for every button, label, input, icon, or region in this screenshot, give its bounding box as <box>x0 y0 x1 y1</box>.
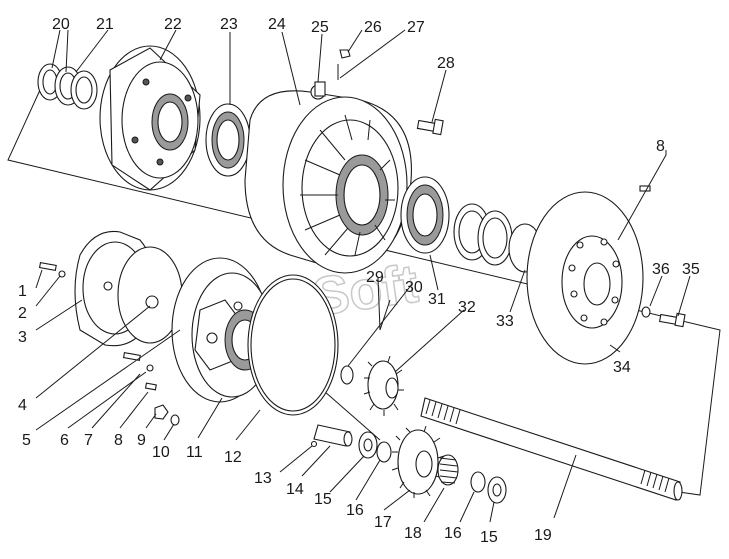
callout-1: 1 <box>18 283 27 300</box>
callout-30: 30 <box>405 279 423 296</box>
callout-8-lower: 8 <box>114 432 123 449</box>
callout-16-left: 16 <box>346 502 364 519</box>
thrust-washer-15-right <box>487 476 507 504</box>
callout-7: 7 <box>84 432 93 449</box>
wheel-housing-24 <box>244 84 412 274</box>
callout-35: 35 <box>682 261 700 278</box>
leader-lines <box>35 29 691 523</box>
callout-17: 17 <box>374 514 392 531</box>
callout-15-right: 15 <box>480 529 498 546</box>
callout-23: 23 <box>220 16 238 33</box>
shaft-19 <box>420 397 683 501</box>
sun-gear-32 <box>363 355 404 416</box>
hub-22 <box>99 45 201 191</box>
nut-9 <box>154 404 169 420</box>
pin-shaft-14 <box>313 424 353 447</box>
snap-ring-29 <box>340 365 354 385</box>
brake-disc-34 <box>526 191 644 365</box>
callout-6: 6 <box>60 432 69 449</box>
bolt-28 <box>416 118 444 136</box>
callout-5: 5 <box>22 432 31 449</box>
needle-bearing-18 <box>437 454 459 486</box>
callout-15-left: 15 <box>314 491 332 508</box>
callout-9: 9 <box>137 432 146 449</box>
washer-6 <box>146 364 154 372</box>
washer-36 <box>641 306 651 318</box>
seal-rings-33 <box>453 203 542 273</box>
callout-25: 25 <box>311 19 329 36</box>
plug-25 <box>314 81 326 97</box>
callout-12: 12 <box>224 449 242 466</box>
pin-8-lower <box>144 382 157 391</box>
callout-36: 36 <box>652 261 670 278</box>
callout-16-right: 16 <box>444 525 462 542</box>
callout-26: 26 <box>364 19 382 36</box>
callout-24: 24 <box>268 16 286 33</box>
callout-28: 28 <box>437 55 455 72</box>
callout-27: 27 <box>407 19 425 36</box>
callout-20: 20 <box>52 16 70 33</box>
ball-13 <box>310 440 318 448</box>
thrust-washer-15-left <box>358 431 378 459</box>
pin-8-upper <box>639 185 651 192</box>
washer-10 <box>170 414 180 426</box>
callout-29: 29 <box>366 269 384 286</box>
washer-2 <box>58 270 66 278</box>
bearing-23 <box>205 103 251 177</box>
seal-rings-20-21 <box>37 63 98 110</box>
callout-4: 4 <box>18 397 27 414</box>
callout-31: 31 <box>428 291 446 308</box>
planet-gear-17 <box>391 425 445 498</box>
callout-13: 13 <box>254 470 272 487</box>
callout-34: 34 <box>613 359 631 376</box>
callout-21: 21 <box>96 16 114 33</box>
ring-16-right <box>470 471 486 493</box>
callout-33: 33 <box>496 313 514 330</box>
nut-26 <box>339 49 351 59</box>
o-ring-12 <box>247 274 339 416</box>
callout-11: 11 <box>186 444 203 461</box>
callout-8-upper: 8 <box>656 138 665 155</box>
bolt-1 <box>38 262 57 271</box>
callout-10: 10 <box>152 444 170 461</box>
bolt-35 <box>658 312 686 328</box>
callout-32: 32 <box>458 299 476 316</box>
bearing-31 <box>400 176 450 254</box>
callout-19: 19 <box>534 527 552 544</box>
callout-18: 18 <box>404 525 422 542</box>
callout-22: 22 <box>164 16 182 33</box>
callout-3: 3 <box>18 329 27 346</box>
ring-16-left <box>376 441 392 463</box>
callout-2: 2 <box>18 305 27 322</box>
assembly-line-upper <box>7 89 721 496</box>
callout-14: 14 <box>286 481 304 498</box>
